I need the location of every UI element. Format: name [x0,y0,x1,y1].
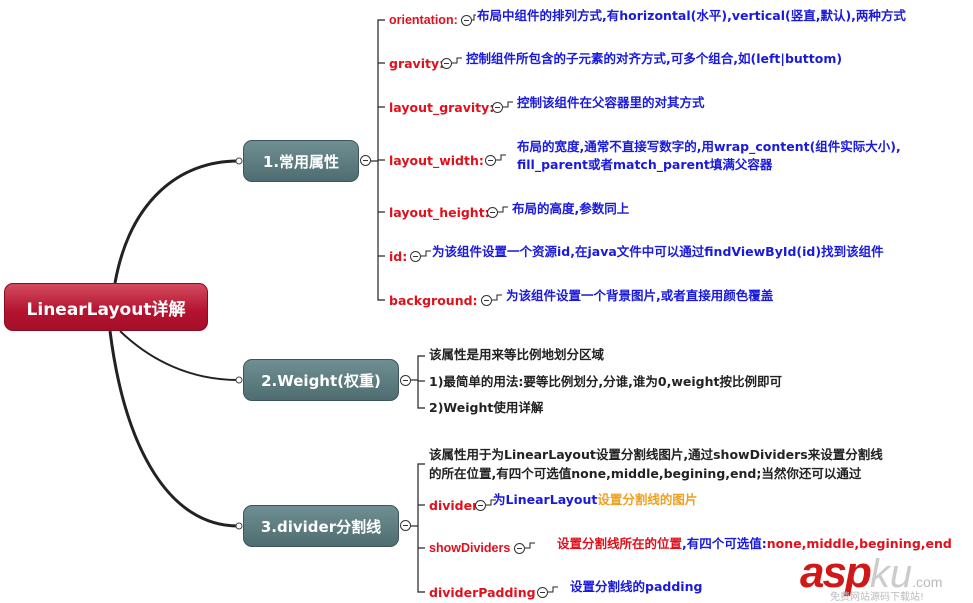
divider-intro-line2: 的所在位置,有四个可选值none,middle,begining,end;当然你… [429,466,862,481]
desc-layout-width-line2: fill_parent或者match_parent填满父容器 [517,157,773,172]
collapse-icon[interactable] [410,251,421,262]
collapse-icon[interactable] [485,155,496,166]
root-node[interactable]: LinearLayout详解 [4,283,208,331]
desc-divider-a: 为LinearLayout [493,492,598,507]
desc-show-dividers-c: none,middle,begining,end [766,536,952,551]
collapse-icon[interactable] [537,587,548,598]
collapse-icon[interactable] [461,15,472,26]
watermark-tagline: 免费网站源码下载站! [830,592,925,603]
desc-layout-height: 布局的高度,参数同上 [512,201,630,216]
desc-layout-gravity: 控制该组件在父容器里的对其方式 [517,95,705,110]
desc-background: 为该组件设置一个背景图片,或者直接用颜色覆盖 [506,288,774,303]
collapse-icon[interactable] [441,58,452,69]
branch-common-attributes[interactable]: 1.常用属性 [243,140,359,182]
desc-id: 为该组件设置一个资源id,在java文件中可以通过findViewById(id… [432,244,884,259]
weight-item: 1)最简单的用法:要等比例划分,分谁,谁为0,weight按比例即可 [429,374,782,389]
key-show-dividers: showDividers [429,541,511,555]
key-divider: divider [429,498,479,513]
desc-show-dividers: 设置分割线所在的位置,有四个可选值:none,middle,begining,e… [557,535,952,552]
watermark-logo: aspku.com 免费网站源码下载站! [800,548,943,603]
branch-divider[interactable]: 3.divider分割线 [243,505,399,547]
desc-divider: 为LinearLayout设置分割线的图片 [493,491,697,508]
key-divider-padding: dividerPadding [429,585,536,600]
key-layout-gravity: layout_gravity: [389,100,495,115]
weight-item: 该属性是用来等比例地划分区域 [429,347,605,362]
key-gravity: gravity: [389,56,445,71]
collapse-icon[interactable] [481,295,492,306]
desc-gravity: 控制组件所包含的子元素的对齐方式,可多个组合,如(left|buttom) [466,51,843,66]
collapse-icon[interactable] [400,520,411,531]
desc-orientation: 布局中组件的排列方式,有horizontal(水平),vertical(竖直,默… [477,8,906,23]
desc-divider-b: 设置分割线的图片 [597,492,698,507]
key-layout-width: layout_width: [389,153,484,168]
key-layout-height: layout_height: [389,205,490,220]
collapse-icon[interactable] [360,155,371,166]
desc-show-dividers-b: ,有四个可选值: [682,536,767,551]
key-id: id: [389,249,408,264]
desc-layout-width: 布局的宽度,通常不直接写数字的,用wrap_content(组件实际大小), [517,139,901,154]
weight-item: 2)Weight使用详解 [429,400,544,415]
key-background: background: [389,293,478,308]
desc-show-dividers-a: 设置分割线所在的位置 [557,536,683,551]
collapse-icon[interactable] [475,500,486,511]
collapse-icon[interactable] [492,102,503,113]
collapse-icon[interactable] [400,375,411,386]
collapse-icon[interactable] [487,207,498,218]
desc-divider-padding: 设置分割线的padding [570,579,703,594]
key-orientation: orientation: [389,13,458,27]
collapse-icon[interactable] [514,543,525,554]
divider-intro-line1: 该属性用于为LinearLayout设置分割线图片,通过showDividers… [429,447,883,462]
watermark-brand-a: asp [800,548,872,597]
watermark-suffix: .com [912,574,943,590]
branch-weight[interactable]: 2.Weight(权重) [243,359,399,401]
watermark-brand-b: ku [869,552,913,596]
